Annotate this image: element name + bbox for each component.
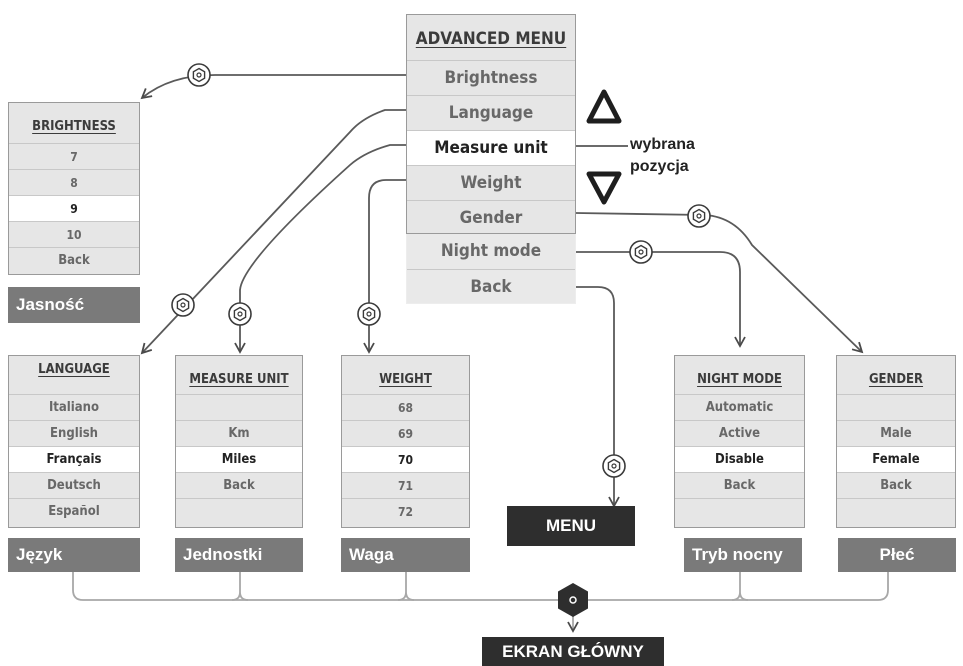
advanced-menu-item-measure-unit[interactable]: Measure unit	[407, 130, 575, 165]
brightness-panel: BRIGHTNESS 7 8 9 10 Back	[8, 102, 140, 275]
down-arrow-icon	[586, 171, 622, 205]
measure-unit-title: MEASURE UNIT	[189, 372, 289, 387]
hexagon-button-icon	[558, 583, 588, 617]
night-mode-panel: NIGHT MODE Automatic Active Disable Back	[674, 355, 805, 528]
connector-back-menu	[576, 286, 620, 508]
weight-option[interactable]: 72	[342, 498, 469, 524]
note-line-1: wybrana	[630, 136, 695, 153]
advanced-menu-item-back[interactable]: Back	[407, 269, 575, 304]
measure-unit-option-selected[interactable]: Miles	[176, 446, 302, 472]
connector-measure-unit	[234, 144, 406, 354]
hexagon-button-icon	[187, 63, 211, 87]
weight-option[interactable]: 68	[342, 394, 469, 420]
night-mode-option[interactable]: Automatic	[675, 394, 804, 420]
measure-unit-option-empty	[176, 498, 302, 524]
selected-position-note: wybrana pozycja	[630, 134, 695, 178]
connector-night-mode	[576, 251, 746, 348]
home-screen-button[interactable]: EKRAN GŁÓWNY	[482, 637, 664, 666]
weight-label: Waga	[341, 538, 470, 572]
hexagon-button-icon	[357, 302, 381, 326]
night-mode-back[interactable]: Back	[675, 472, 804, 498]
language-option-selected[interactable]: Français	[9, 446, 139, 472]
connector-language	[140, 109, 406, 355]
hexagon-button-icon	[228, 302, 252, 326]
measure-unit-option[interactable]: Km	[176, 420, 302, 446]
weight-option-selected[interactable]: 70	[342, 446, 469, 472]
advanced-menu-item-night-mode[interactable]: Night mode	[440, 241, 542, 261]
measure-unit-back[interactable]: Back	[176, 472, 302, 498]
measure-unit-label: Jednostki	[175, 538, 303, 572]
hexagon-button-icon	[629, 240, 653, 264]
weight-option[interactable]: 69	[342, 420, 469, 446]
connector-bottom-bracket	[72, 570, 889, 601]
gender-panel: GENDER Male Female Back	[836, 355, 956, 528]
brightness-back[interactable]: Back	[9, 247, 139, 273]
brightness-option[interactable]: 7	[9, 143, 139, 169]
connector-gender	[575, 212, 864, 354]
night-mode-option-selected[interactable]: Disable	[675, 446, 804, 472]
measure-unit-option-empty	[176, 394, 302, 420]
night-mode-label: Tryb nocny	[684, 538, 802, 572]
language-option[interactable]: Italiano	[9, 394, 139, 420]
language-panel: LANGUAGE Italiano English Français Deuts…	[8, 355, 140, 528]
gender-back[interactable]: Back	[837, 472, 955, 498]
night-mode-option-empty	[675, 498, 804, 524]
measure-unit-panel: MEASURE UNIT Km Miles Back	[175, 355, 303, 528]
gender-label: Płeć	[838, 538, 956, 572]
gender-option-empty	[837, 498, 955, 524]
language-label: Język	[8, 538, 140, 572]
gender-option-selected[interactable]: Female	[837, 446, 955, 472]
gender-title: GENDER	[868, 372, 924, 387]
advanced-menu-title: ADVANCED MENU	[415, 29, 567, 49]
brightness-option[interactable]: 10	[9, 221, 139, 247]
language-option[interactable]: Deutsch	[9, 472, 139, 498]
up-arrow-icon	[586, 89, 622, 124]
night-mode-option[interactable]: Active	[675, 420, 804, 446]
advanced-menu-item-brightness[interactable]: Brightness	[407, 60, 575, 95]
hexagon-button-icon	[687, 204, 711, 228]
weight-option[interactable]: 71	[342, 472, 469, 498]
language-title: LANGUAGE	[38, 362, 110, 377]
brightness-option[interactable]: 8	[9, 169, 139, 195]
weight-title: WEIGHT	[379, 372, 432, 387]
note-line-2: pozycja	[630, 158, 689, 175]
advanced-menu-panel: ADVANCED MENU Brightness Language Measur…	[406, 14, 576, 234]
gender-option[interactable]: Male	[837, 420, 955, 446]
advanced-menu-item-weight[interactable]: Weight	[407, 165, 575, 200]
brightness-option-selected[interactable]: 9	[9, 195, 139, 221]
connector-weight	[363, 179, 406, 354]
advanced-menu-item-gender[interactable]: Gender	[407, 200, 575, 235]
advanced-menu-item-language[interactable]: Language	[407, 95, 575, 130]
gender-option-empty	[837, 394, 955, 420]
connector-brightness	[140, 74, 406, 100]
language-option[interactable]: English	[9, 420, 139, 446]
advanced-menu-extra-panel: Night mode Back	[406, 234, 576, 304]
weight-panel: WEIGHT 68 69 70 71 72	[341, 355, 470, 528]
brightness-title: BRIGHTNESS	[32, 119, 116, 134]
night-mode-title: NIGHT MODE	[697, 372, 782, 387]
hexagon-button-icon	[171, 293, 195, 317]
language-option[interactable]: Español	[9, 498, 139, 524]
hexagon-button-icon	[602, 454, 626, 478]
menu-button[interactable]: MENU	[507, 506, 635, 546]
brightness-label: Jasność	[8, 287, 140, 323]
